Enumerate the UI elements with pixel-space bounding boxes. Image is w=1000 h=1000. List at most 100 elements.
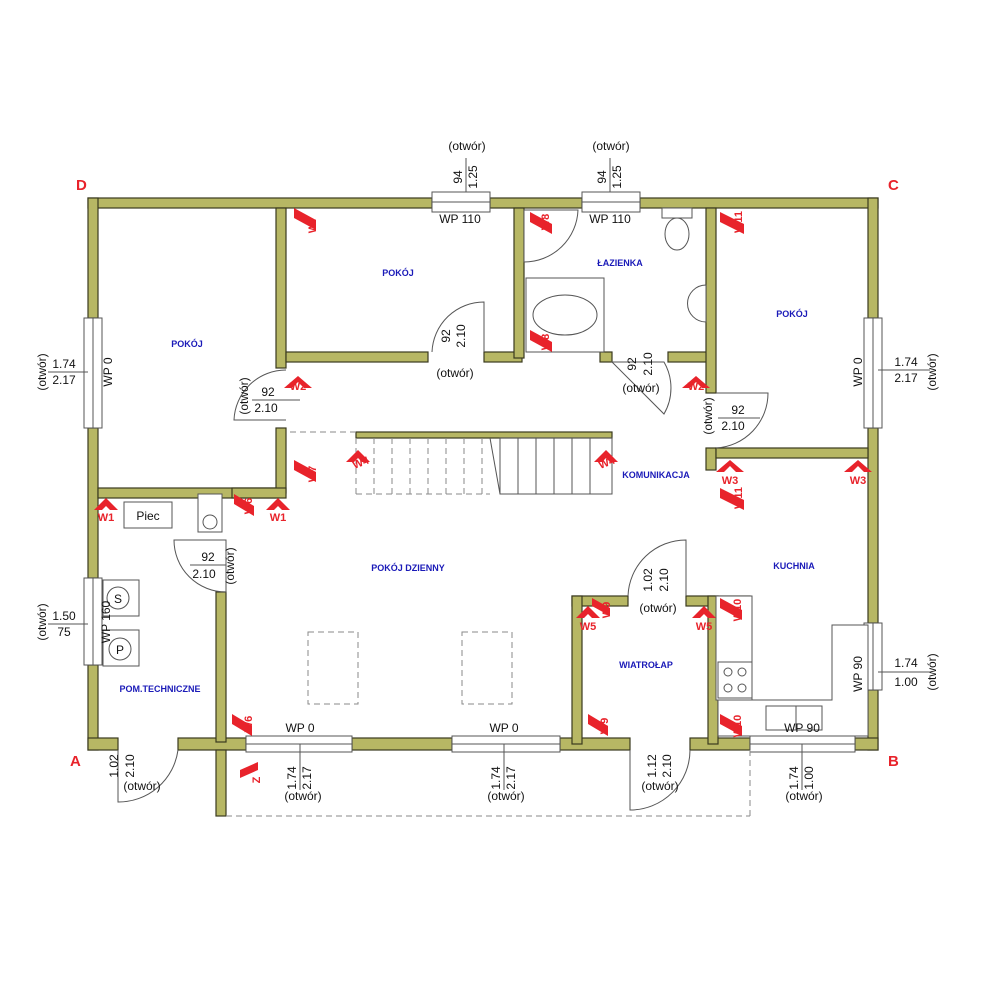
svg-text:W1: W1 (98, 512, 115, 524)
door-room-top-otwor: (otwór) (436, 366, 473, 380)
top2-otwor: (otwór) (592, 139, 629, 153)
door-vest-otwor: (otwór) (639, 601, 676, 615)
marker-w8-top: W8 (530, 212, 552, 234)
door-tech-out-v2: 2.10 (123, 754, 137, 778)
right1-v2: 2.17 (894, 371, 918, 385)
fixture-labels: Piec S P (114, 509, 160, 657)
top2-wp: WP 110 (589, 212, 631, 226)
svg-text:W5: W5 (696, 621, 713, 633)
room-label-pokoj-right: POKÓJ (776, 308, 808, 319)
left1-v1: 1.74 (52, 357, 76, 371)
svg-text:W11: W11 (733, 211, 745, 233)
marker-w9-upper: W9 (592, 598, 613, 618)
door-room-right-v1: 92 (731, 403, 745, 417)
bottom2-v1: 1.74 (489, 766, 503, 790)
right1-v1: 1.74 (894, 355, 918, 369)
room-label-pokoj-dzienny: POKÓJ DZIENNY (371, 562, 445, 573)
door-bath-otwor: (otwór) (622, 381, 659, 395)
left2-wp: WP 160 (99, 600, 113, 643)
room-label-pokoj-left: POKÓJ (171, 338, 203, 349)
view-markers: W7 W8 W8 W11 W2 W2 W7 (94, 208, 872, 783)
svg-text:W10: W10 (732, 599, 744, 622)
svg-text:W2: W2 (688, 381, 705, 393)
marker-w4-right: W4 (594, 450, 618, 472)
door-main-v2: 2.10 (660, 754, 674, 778)
svg-text:W8: W8 (540, 214, 552, 231)
svg-text:W10: W10 (732, 715, 744, 738)
doors (117, 301, 769, 811)
p-label: P (116, 643, 124, 657)
left1-v2: 2.17 (52, 373, 76, 387)
left1-otwor: (otwór) (35, 353, 49, 390)
right2-v1: 1.74 (894, 656, 918, 670)
bottom3-v1: 1.74 (787, 766, 801, 790)
room-label-lazienka: ŁAZIENKA (597, 258, 643, 268)
door-room-left-v1: 92 (261, 385, 275, 399)
svg-text:W7: W7 (307, 217, 319, 234)
svg-text:W8: W8 (540, 334, 552, 351)
bottom3-v2: 1.00 (802, 766, 816, 790)
svg-text:W5: W5 (580, 621, 597, 633)
marker-w5-right: W5 (692, 606, 716, 633)
bottom1-otwor: (otwór) (284, 789, 321, 803)
marker-w7-lower: W7 (294, 460, 319, 482)
door-bath-v1: 92 (625, 357, 639, 371)
marker-w3-right: W3 (844, 460, 872, 487)
bottom1-v2: 2.17 (300, 766, 314, 790)
door-tech-out-otwor: (otwór) (123, 779, 160, 793)
marker-w2-left: W2 (284, 376, 312, 393)
bottom3-wp: WP 90 (784, 721, 820, 735)
room-label-komunikacja: KOMUNIKACJA (622, 470, 690, 480)
top1-v1: 94 (451, 170, 465, 184)
bottom1-wp: WP 0 (285, 721, 314, 735)
door-room-right-otwor: (otwór) (701, 397, 715, 434)
corner-a: A (70, 753, 81, 770)
door-main-otwor: (otwór) (641, 779, 678, 793)
marker-w11-lower: W11 (720, 487, 745, 510)
bottom2-wp: WP 0 (489, 721, 518, 735)
bottom2-v2: 2.17 (504, 766, 518, 790)
marker-w1-left: W1 (94, 498, 118, 524)
marker-w8-bottom: W8 (530, 330, 552, 352)
left1-wp: WP 0 (101, 357, 115, 386)
marker-w10-lower: W10 (720, 714, 744, 737)
door-room-top-v1: 92 (439, 329, 453, 343)
marker-w11-top: W11 (720, 211, 745, 234)
right1-otwor: (otwór) (925, 353, 939, 390)
marker-w10-upper: W10 (720, 598, 744, 621)
svg-text:W3: W3 (850, 475, 867, 487)
opening-dimensions: (otwór) 94 1.25 WP 110 (otwór) 94 1.25 W… (35, 139, 939, 803)
windows (83, 191, 883, 753)
bottom1-v1: 1.74 (285, 766, 299, 790)
svg-text:W1: W1 (270, 512, 287, 524)
left2-otwor: (otwór) (35, 603, 49, 640)
door-room-top-v2: 2.10 (454, 324, 468, 348)
room-label-pokoj-top: POKÓJ (382, 267, 414, 278)
s-label: S (114, 592, 122, 606)
top2-v2: 1.25 (610, 165, 624, 189)
svg-text:Z: Z (251, 776, 263, 783)
right2-wp: WP 90 (851, 656, 865, 692)
marker-w6-upper: W6 (234, 494, 255, 516)
door-room-left-v2: 2.10 (254, 401, 278, 415)
right2-v2: 1.00 (894, 675, 918, 689)
bottom3-otwor: (otwór) (785, 789, 822, 803)
room-label-wiatrolap: WIATROŁAP (619, 660, 673, 670)
door-vest-v1: 1.02 (641, 568, 655, 592)
left2-v1: 1.50 (52, 609, 76, 623)
svg-text:W4: W4 (597, 454, 617, 471)
svg-text:W6: W6 (243, 716, 255, 733)
piec-label: Piec (136, 509, 159, 523)
door-room-right-v2: 2.10 (721, 419, 745, 433)
door-bath-v2: 2.10 (641, 352, 655, 376)
marker-w3-left: W3 (716, 460, 744, 487)
marker-w6-lower: W6 (232, 714, 255, 736)
svg-text:W9: W9 (599, 718, 611, 735)
door-tech-otwor: (otwór) (223, 547, 237, 584)
left2-v2: 75 (57, 625, 71, 639)
top1-wp: WP 110 (439, 212, 481, 226)
door-vest-v2: 2.10 (657, 568, 671, 592)
marker-w2-right: W2 (682, 376, 710, 393)
marker-z: Z (240, 762, 263, 783)
